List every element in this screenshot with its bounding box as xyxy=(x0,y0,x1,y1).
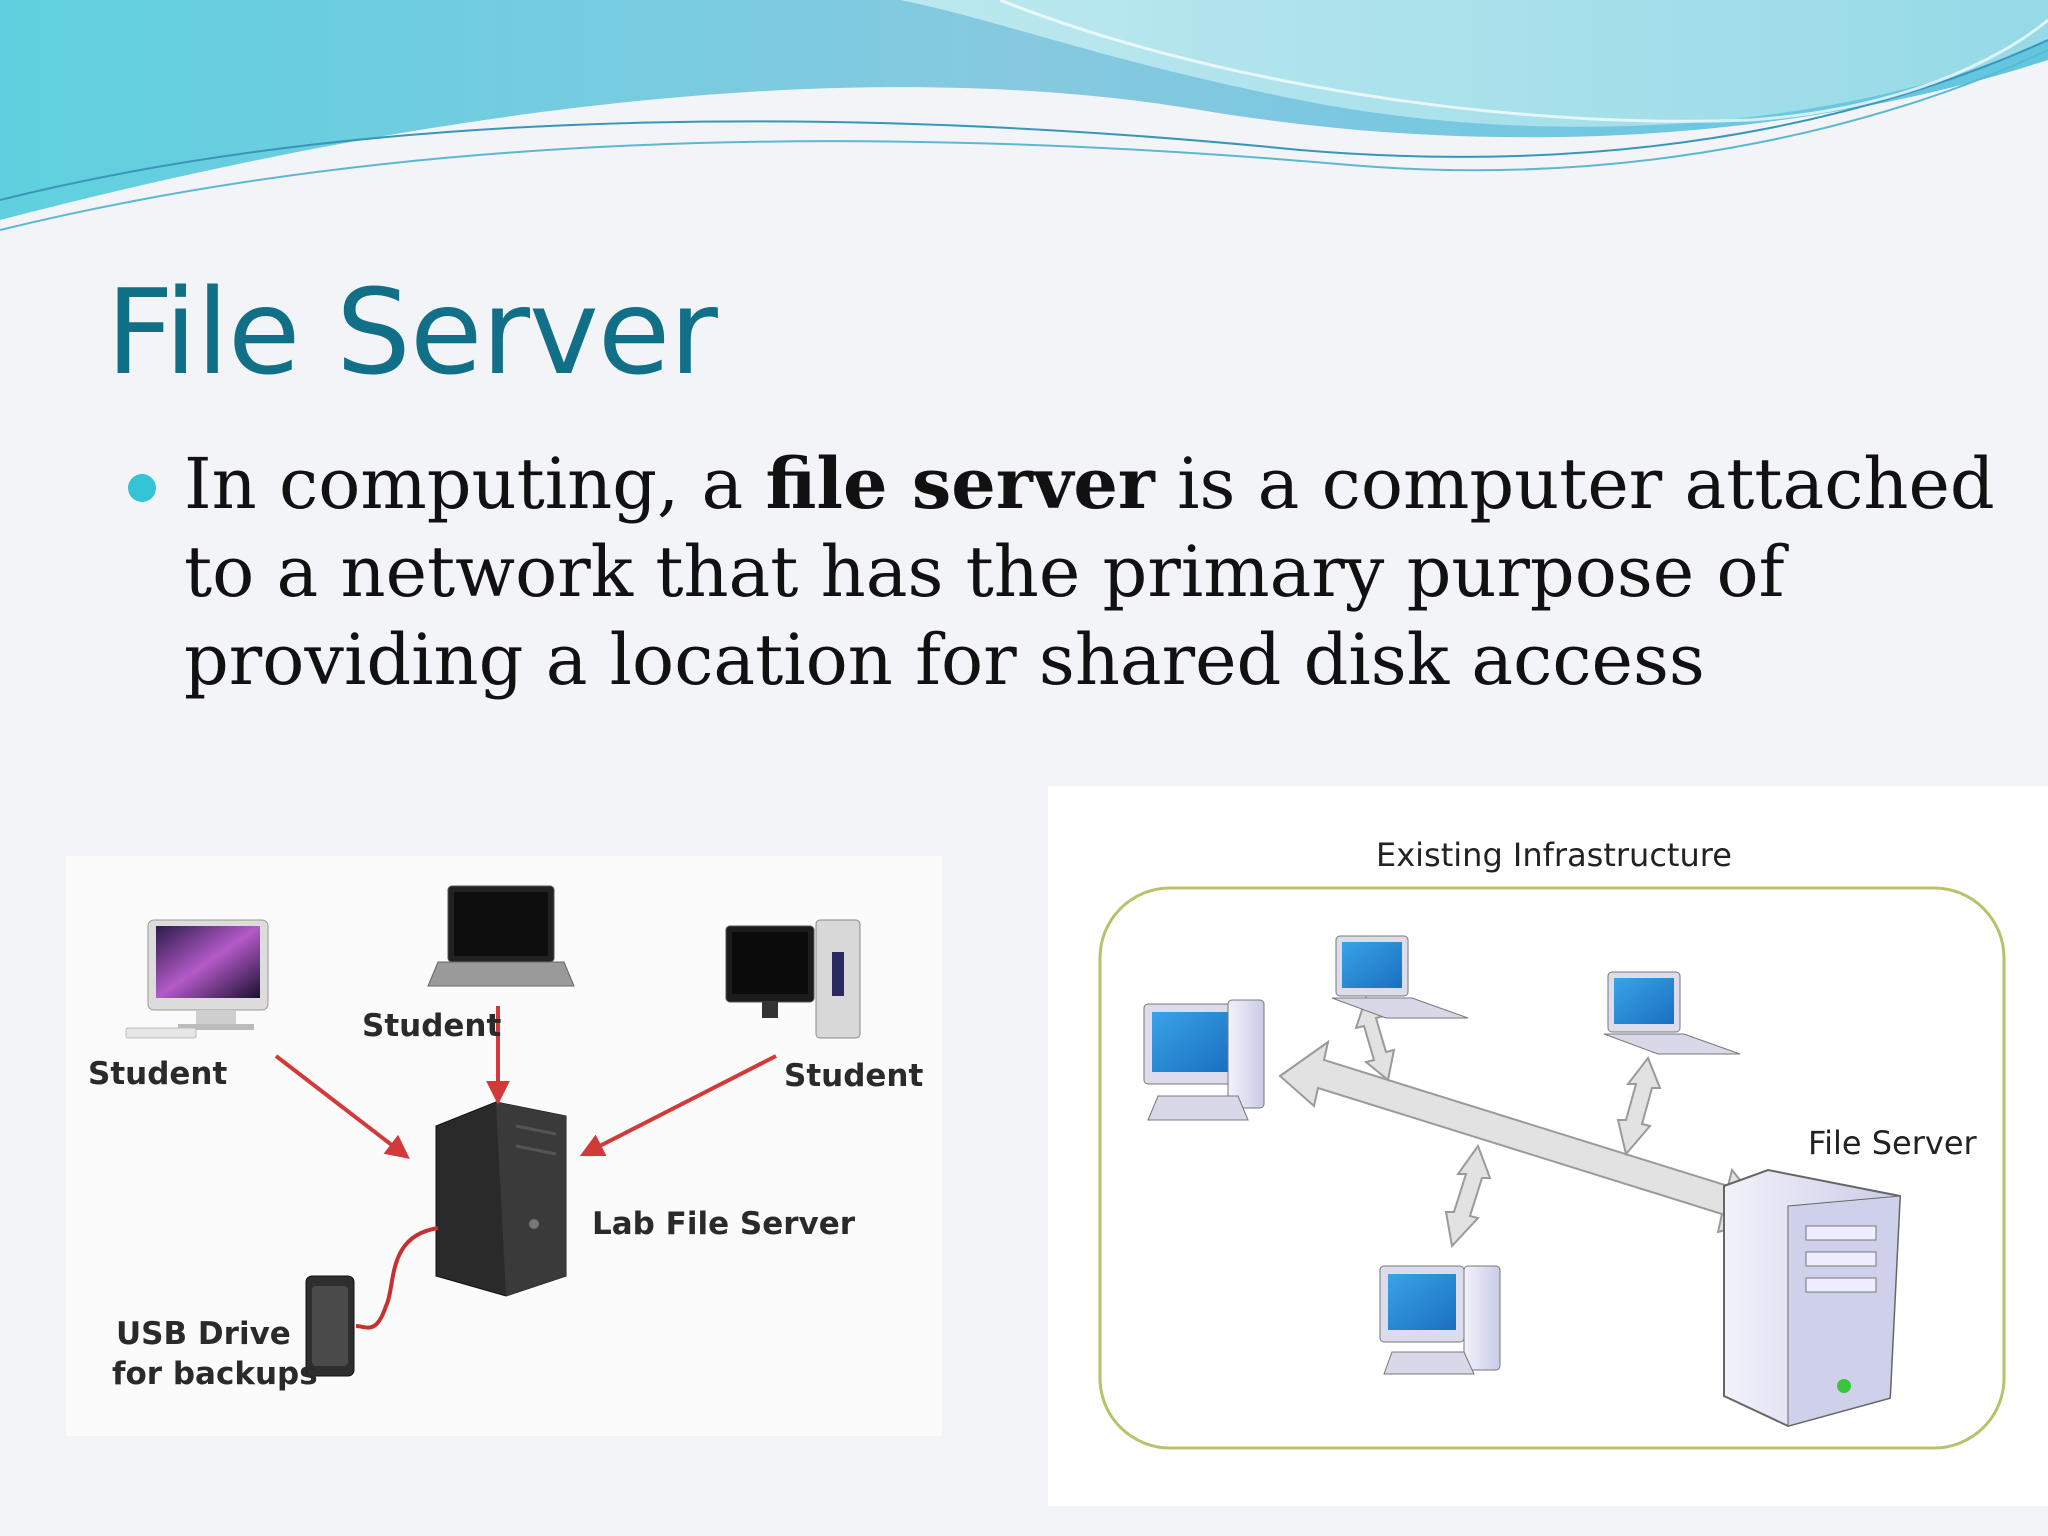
branch-arrow-laptop-left xyxy=(1354,996,1396,1082)
infrastructure-boundary xyxy=(1098,886,2006,1450)
network-bus-arrow xyxy=(1278,1039,1772,1234)
laptop-icon-right xyxy=(1603,971,1741,1055)
student-label-left: Student xyxy=(88,1056,228,1092)
laptop-icon-left xyxy=(1331,935,1469,1019)
arrow-left-to-server xyxy=(274,1054,410,1159)
lab-file-server-label: Lab File Server xyxy=(592,1206,856,1242)
student-label-center: Student xyxy=(362,1008,502,1044)
header-wave-decoration xyxy=(0,0,2048,231)
file-server-icon xyxy=(1723,1168,1902,1428)
existing-infrastructure-diagram: Existing Infrastructure xyxy=(1048,786,2048,1506)
laptop-icon xyxy=(427,885,575,987)
usb-drive-label-line1: USB Drive xyxy=(116,1316,291,1352)
branch-arrow-desktop-bottom xyxy=(1444,1143,1492,1249)
arrow-right-to-server xyxy=(579,1054,777,1157)
imac-icon xyxy=(125,919,269,1039)
bullet-text-bold-term: file server xyxy=(765,442,1155,525)
branch-arrow-laptop-right xyxy=(1616,1055,1662,1157)
bullet-dot-icon xyxy=(128,474,156,502)
desktop-computer-icon-bottom xyxy=(1379,1265,1501,1375)
bullet-text-intro: In computing, a xyxy=(184,443,766,525)
usb-cable-line xyxy=(355,1226,439,1330)
desktop-computer-icon xyxy=(725,919,861,1039)
infrastructure-graphic xyxy=(1098,886,2006,1450)
desktop-computer-icon-left xyxy=(1143,999,1265,1121)
lab-file-server-diagram: Student Student Student Lab File Server … xyxy=(66,856,942,1436)
server-tower-icon xyxy=(435,1101,567,1297)
usb-drive-label-line2: for backups xyxy=(112,1356,318,1392)
bullet-text: In computing, a file server is a compute… xyxy=(184,440,2048,704)
lab-diagram-graphic xyxy=(125,885,861,1377)
slide-title: File Server xyxy=(106,263,718,401)
infrastructure-title: Existing Infrastructure xyxy=(1376,836,1732,874)
bullet-text-rest: is a computer attached to a network that… xyxy=(184,443,1995,701)
student-label-right: Student xyxy=(784,1058,924,1094)
usb-drive-icon xyxy=(305,1275,355,1377)
file-server-label: File Server xyxy=(1808,1124,1977,1162)
